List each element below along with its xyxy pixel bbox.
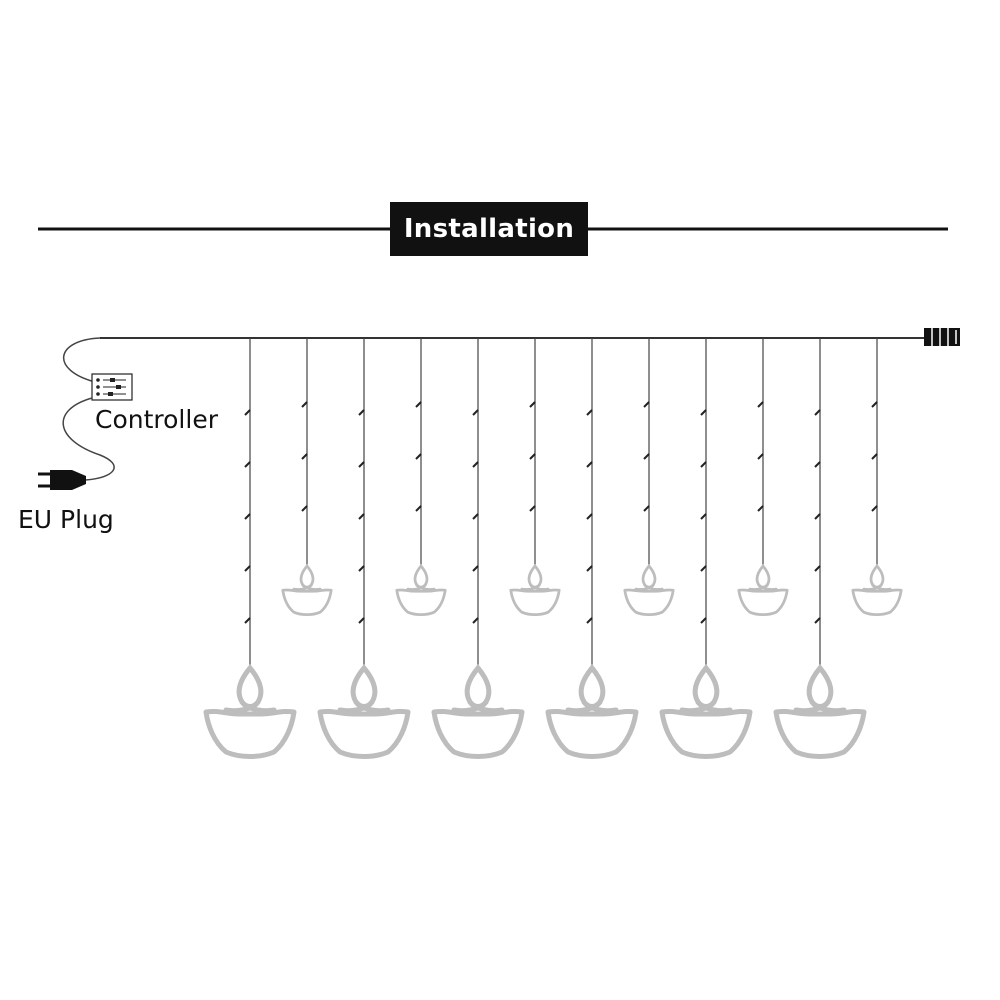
led-bulb xyxy=(643,401,650,408)
led-bulb xyxy=(358,513,365,520)
lead-cable-top xyxy=(63,337,101,383)
led-bulb xyxy=(814,617,821,624)
large-diya-lamp-icon xyxy=(317,664,411,759)
led-bulb xyxy=(586,565,593,572)
led-bulb xyxy=(472,409,479,416)
lead-cable-bottom xyxy=(62,397,115,481)
led-bulb xyxy=(301,401,308,408)
led-bulb xyxy=(871,453,878,460)
led-bulb xyxy=(700,617,707,624)
led-bulb xyxy=(415,505,422,512)
page-title: Installation xyxy=(403,214,575,244)
led-bulb xyxy=(700,461,707,468)
led-bulb xyxy=(529,505,536,512)
led-bulb xyxy=(358,565,365,572)
led-bulb xyxy=(586,513,593,520)
eu-plug-icon xyxy=(38,470,86,490)
led-bulb xyxy=(871,505,878,512)
controller-label: Controller xyxy=(95,405,218,434)
led-bulb xyxy=(244,409,251,416)
large-diya-lamp-icon xyxy=(659,664,753,759)
led-bulb xyxy=(529,453,536,460)
led-bulb xyxy=(814,461,821,468)
light-strands xyxy=(203,338,903,759)
led-bulb xyxy=(415,401,422,408)
led-bulb xyxy=(472,617,479,624)
small-diya-lamp-icon xyxy=(509,563,561,617)
led-bulb xyxy=(700,565,707,572)
led-bulb xyxy=(358,461,365,468)
led-bulb xyxy=(814,513,821,520)
led-bulb xyxy=(586,409,593,416)
led-bulb xyxy=(472,461,479,468)
led-bulb xyxy=(529,401,536,408)
small-diya-lamp-icon xyxy=(281,563,333,617)
plug-label: EU Plug xyxy=(18,505,114,534)
led-bulb xyxy=(244,461,251,468)
end-connector-icon xyxy=(924,328,960,346)
led-bulb xyxy=(415,453,422,460)
large-diya-lamp-icon xyxy=(545,664,639,759)
led-bulb xyxy=(814,565,821,572)
led-bulb xyxy=(244,617,251,624)
controller-box-icon xyxy=(91,373,133,401)
small-diya-lamp-icon xyxy=(737,563,789,617)
title-badge: Installation xyxy=(390,202,588,256)
small-diya-lamp-icon xyxy=(623,563,675,617)
large-diya-lamp-icon xyxy=(773,664,867,759)
led-bulb xyxy=(757,401,764,408)
small-diya-lamp-icon xyxy=(395,563,447,617)
led-bulb xyxy=(244,565,251,572)
large-diya-lamp-icon xyxy=(203,664,297,759)
led-bulb xyxy=(871,401,878,408)
led-bulb xyxy=(586,461,593,468)
led-bulb xyxy=(472,513,479,520)
led-bulb xyxy=(301,505,308,512)
led-bulb xyxy=(643,505,650,512)
led-bulb xyxy=(643,453,650,460)
led-bulb xyxy=(757,505,764,512)
large-diya-lamp-icon xyxy=(431,664,525,759)
led-bulb xyxy=(814,409,821,416)
small-diya-lamp-icon xyxy=(851,563,903,617)
led-bulb xyxy=(244,513,251,520)
led-bulb xyxy=(700,513,707,520)
led-bulb xyxy=(757,453,764,460)
led-bulb xyxy=(358,617,365,624)
led-bulb xyxy=(700,409,707,416)
led-bulb xyxy=(472,565,479,572)
led-bulb xyxy=(586,617,593,624)
led-bulb xyxy=(301,453,308,460)
led-bulb xyxy=(358,409,365,416)
